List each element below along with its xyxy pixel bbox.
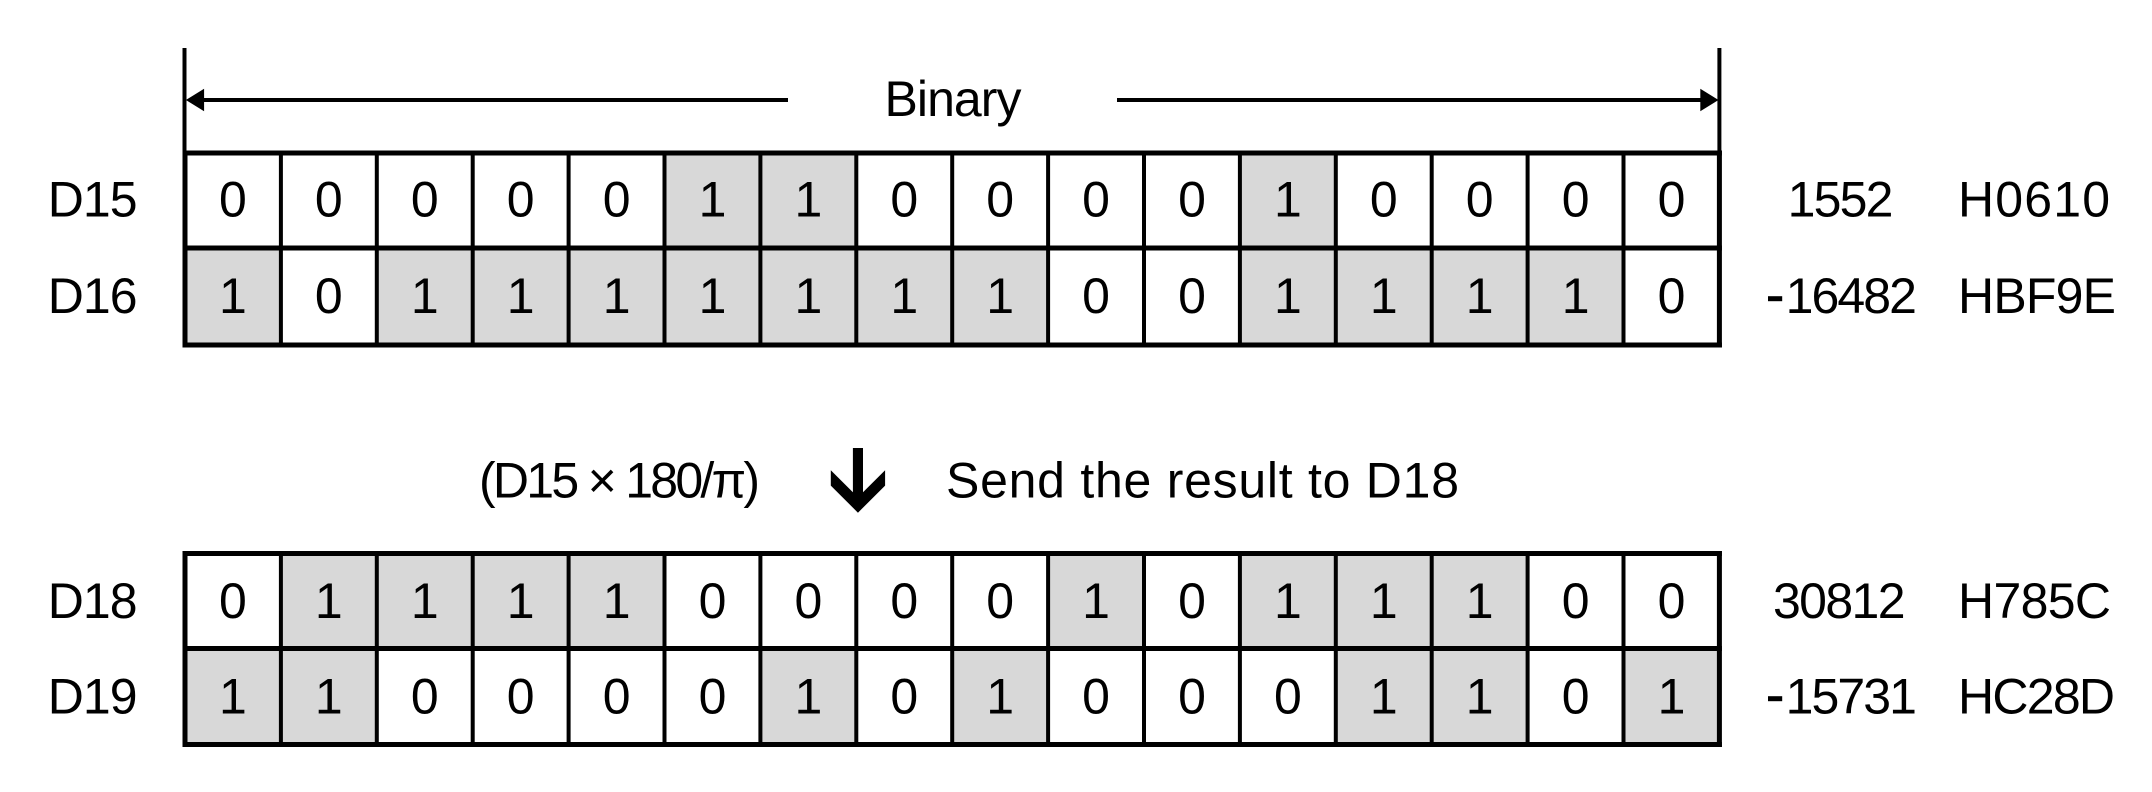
svg-text:0: 0 (1178, 268, 1206, 324)
svg-text:1: 1 (699, 268, 727, 324)
svg-text:0: 0 (1658, 268, 1686, 324)
svg-text:0: 0 (1178, 172, 1206, 228)
svg-text:1: 1 (603, 268, 631, 324)
svg-text:0: 0 (986, 172, 1014, 228)
svg-text:(D15 × 180/π): (D15 × 180/π) (479, 453, 760, 509)
svg-text:0: 0 (986, 573, 1014, 629)
svg-text:0: 0 (699, 669, 727, 725)
svg-text:15731: 15731 (1786, 669, 1917, 725)
svg-text:0: 0 (890, 172, 918, 228)
svg-text:1: 1 (1370, 669, 1398, 725)
svg-text:D16: D16 (48, 268, 138, 324)
svg-text:0: 0 (315, 268, 343, 324)
svg-text:D18: D18 (48, 573, 138, 629)
svg-text:0: 0 (411, 172, 439, 228)
svg-text:1: 1 (1370, 573, 1398, 629)
svg-text:0: 0 (315, 172, 343, 228)
svg-text:0: 0 (1082, 268, 1110, 324)
svg-text:0: 0 (411, 669, 439, 725)
svg-text:HBF9E: HBF9E (1958, 268, 2116, 324)
svg-text:0: 0 (1082, 669, 1110, 725)
svg-text:1: 1 (1274, 268, 1302, 324)
svg-text:1: 1 (1466, 268, 1494, 324)
svg-text:0: 0 (890, 669, 918, 725)
svg-text:1: 1 (986, 669, 1014, 725)
svg-text:D19: D19 (48, 669, 138, 725)
svg-text:0: 0 (507, 669, 535, 725)
svg-text:1: 1 (699, 172, 727, 228)
svg-text:0: 0 (1178, 669, 1206, 725)
svg-text:1: 1 (1082, 573, 1110, 629)
svg-text:0: 0 (219, 573, 247, 629)
svg-text:1: 1 (315, 573, 343, 629)
svg-text:0: 0 (1562, 669, 1590, 725)
svg-text:1: 1 (1562, 268, 1590, 324)
svg-text:0: 0 (1466, 172, 1494, 228)
svg-text:1: 1 (794, 669, 822, 725)
svg-text:0: 0 (699, 573, 727, 629)
svg-text:Binary: Binary (885, 71, 1022, 127)
svg-text:1552: 1552 (1788, 172, 1894, 228)
svg-text:0: 0 (1082, 172, 1110, 228)
svg-text:0: 0 (890, 573, 918, 629)
svg-text:1: 1 (1466, 573, 1494, 629)
svg-text:1: 1 (1274, 172, 1302, 228)
svg-text:Send the result to D18: Send the result to D18 (946, 453, 1459, 509)
svg-text:1: 1 (219, 268, 247, 324)
svg-text:1: 1 (1274, 573, 1302, 629)
svg-text:0: 0 (603, 172, 631, 228)
svg-text:1: 1 (507, 573, 535, 629)
svg-text:0: 0 (1274, 669, 1302, 725)
svg-text:0: 0 (794, 573, 822, 629)
svg-text:H0610: H0610 (1958, 172, 2110, 228)
svg-text:0: 0 (507, 172, 535, 228)
svg-text:0: 0 (1658, 573, 1686, 629)
svg-text:1: 1 (890, 268, 918, 324)
svg-text:30812: 30812 (1773, 573, 1906, 629)
svg-text:0: 0 (1178, 573, 1206, 629)
svg-text:0: 0 (1658, 172, 1686, 228)
svg-text:1: 1 (219, 669, 247, 725)
svg-text:1: 1 (507, 268, 535, 324)
svg-text:0: 0 (219, 172, 247, 228)
svg-text:1: 1 (986, 268, 1014, 324)
svg-text:H785C: H785C (1958, 573, 2111, 629)
svg-text:D15: D15 (48, 172, 138, 228)
svg-text:16482: 16482 (1786, 268, 1917, 324)
svg-text:0: 0 (603, 669, 631, 725)
svg-text:1: 1 (315, 669, 343, 725)
svg-text:1: 1 (1658, 669, 1686, 725)
svg-text:1: 1 (794, 268, 822, 324)
svg-text:1: 1 (1466, 669, 1494, 725)
svg-text:1: 1 (794, 172, 822, 228)
svg-text:HC28D: HC28D (1958, 669, 2115, 725)
svg-text:0: 0 (1562, 573, 1590, 629)
svg-text:1: 1 (411, 268, 439, 324)
svg-text:1: 1 (603, 573, 631, 629)
svg-text:0: 0 (1562, 172, 1590, 228)
svg-text:0: 0 (1370, 172, 1398, 228)
svg-text:1: 1 (1370, 268, 1398, 324)
svg-text:1: 1 (411, 573, 439, 629)
